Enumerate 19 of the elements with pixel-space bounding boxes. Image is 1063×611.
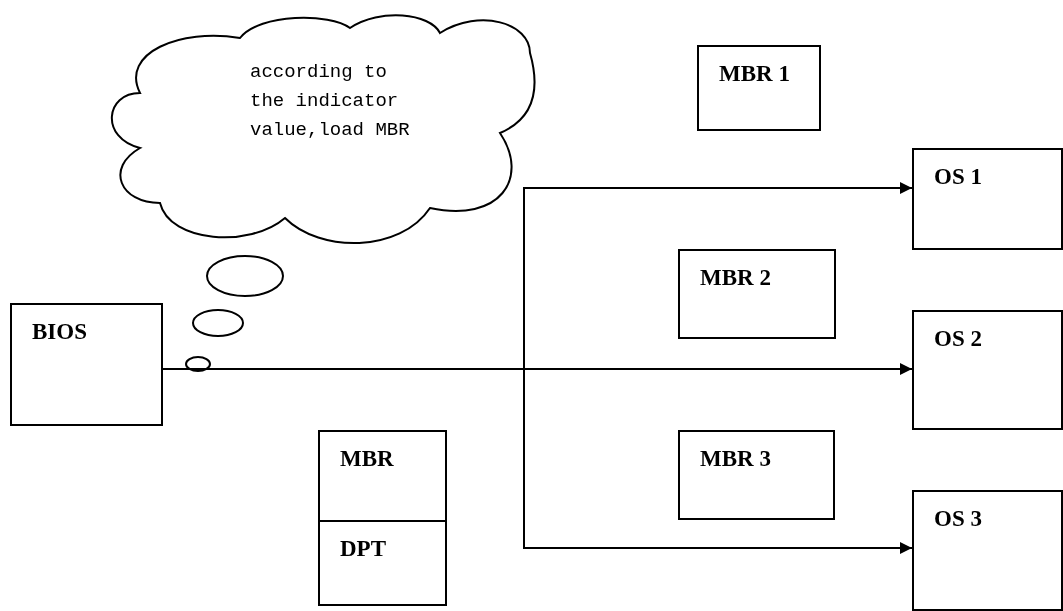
node-label: OS 1 <box>934 164 982 190</box>
process-box <box>678 249 836 339</box>
node-label: according to the indicator value,load MBR <box>250 60 411 143</box>
process-box <box>318 520 447 606</box>
process-box <box>912 490 1063 611</box>
node-label: DPT <box>340 536 386 562</box>
node-label: MBR 1 <box>719 61 790 87</box>
node-label: MBR <box>340 446 394 472</box>
node-label: OS 2 <box>934 326 982 352</box>
process-box <box>912 148 1063 250</box>
node-label: MBR 2 <box>700 265 771 291</box>
process-box <box>10 303 163 426</box>
node-label: BIOS <box>32 319 87 345</box>
process-box <box>318 430 447 522</box>
node-label: OS 3 <box>934 506 982 532</box>
process-box <box>912 310 1063 430</box>
process-box <box>697 45 821 131</box>
node-label: MBR 3 <box>700 446 771 472</box>
process-box <box>678 430 835 520</box>
